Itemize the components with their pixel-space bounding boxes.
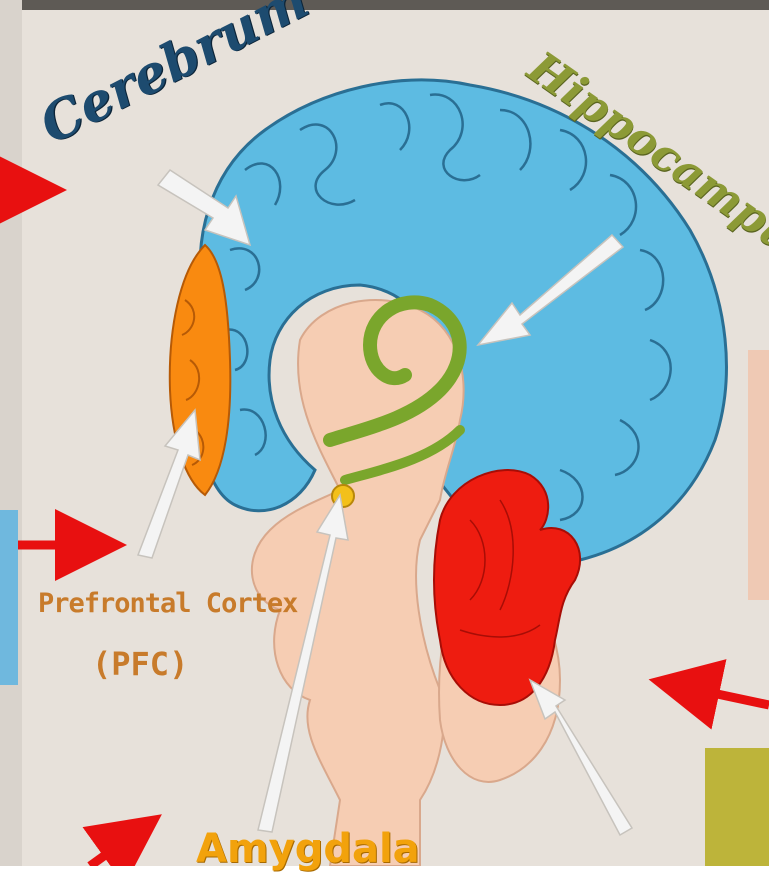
label-pfc-abbrev: (PFC) — [92, 645, 188, 683]
blue-panel-left — [0, 510, 18, 685]
left-edge — [0, 0, 22, 866]
skin-edge-right — [748, 350, 769, 600]
label-amygdala: Amygdala — [196, 826, 420, 872]
top-edge — [0, 0, 769, 10]
label-prefrontal-cortex: Prefrontal Cortex — [38, 588, 297, 619]
olive-panel-right — [705, 748, 769, 866]
